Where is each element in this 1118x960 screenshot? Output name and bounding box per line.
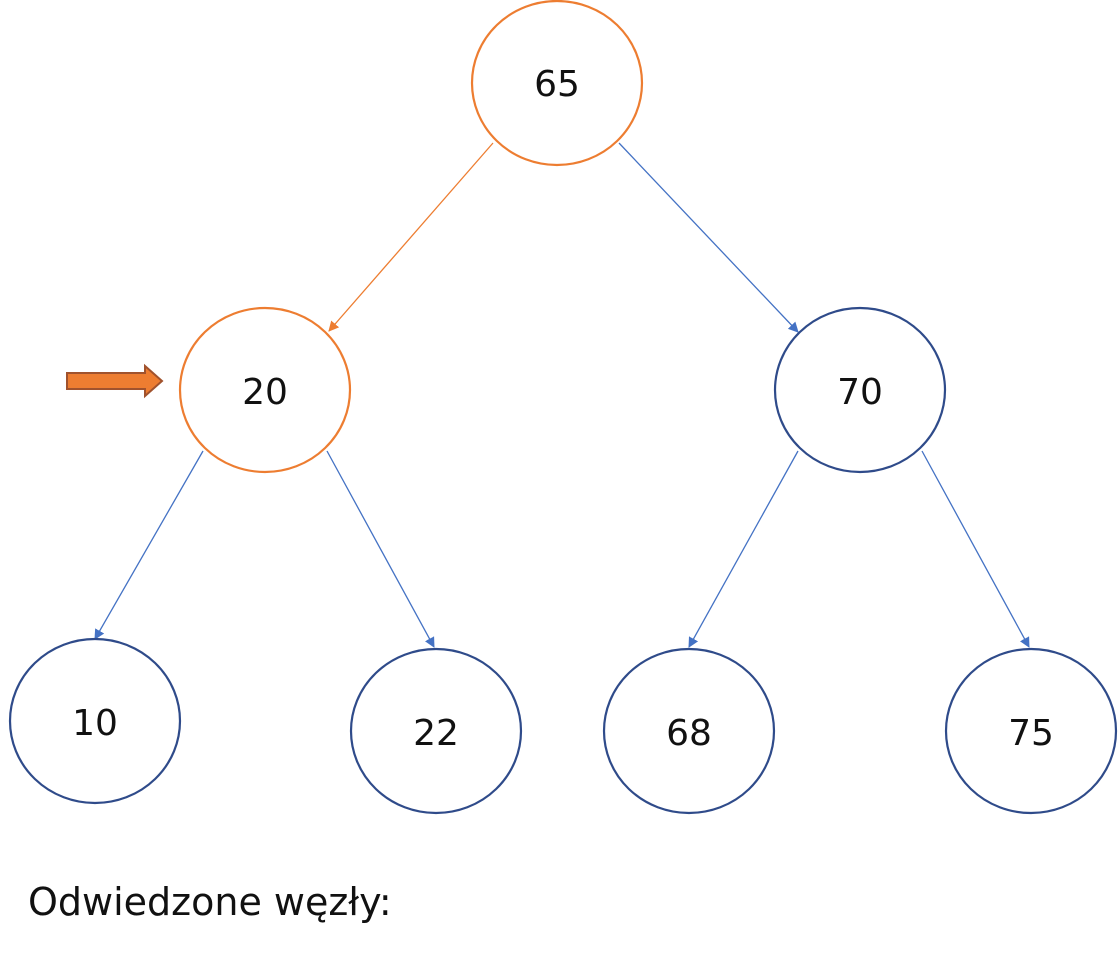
edge-65-20 bbox=[328, 142, 494, 332]
edge-70-68 bbox=[688, 450, 799, 648]
node-label: 10 bbox=[72, 703, 118, 744]
node-circle bbox=[773, 306, 947, 474]
node-label: 68 bbox=[666, 713, 712, 754]
node-label: 22 bbox=[413, 713, 459, 754]
edge-65-70 bbox=[618, 142, 799, 333]
visited-nodes-label: Odwiedzone węzły: bbox=[28, 880, 392, 924]
tree-node-70: 70 bbox=[773, 306, 947, 474]
edge-20-10 bbox=[94, 450, 204, 640]
node-label: 75 bbox=[1008, 713, 1054, 754]
tree-node-10: 10 bbox=[8, 637, 182, 805]
node-circle bbox=[944, 647, 1118, 815]
node-label: 70 bbox=[837, 372, 883, 413]
node-label: 20 bbox=[242, 372, 288, 413]
node-circle bbox=[470, 0, 644, 167]
node-circle bbox=[349, 647, 523, 815]
node-circle bbox=[602, 647, 776, 815]
node-circle bbox=[8, 637, 182, 805]
edge-70-75 bbox=[921, 450, 1030, 648]
node-circle bbox=[178, 306, 352, 474]
right-arrow-icon bbox=[66, 363, 164, 399]
tree-node-68: 68 bbox=[602, 647, 776, 815]
edge-20-22 bbox=[326, 450, 435, 648]
tree-node-75: 75 bbox=[944, 647, 1118, 815]
tree-node-22: 22 bbox=[349, 647, 523, 815]
tree-edges bbox=[94, 142, 1030, 648]
tree-node-20: 20 bbox=[178, 306, 352, 474]
node-label: 65 bbox=[534, 64, 580, 105]
tree-node-65: 65 bbox=[470, 0, 644, 167]
